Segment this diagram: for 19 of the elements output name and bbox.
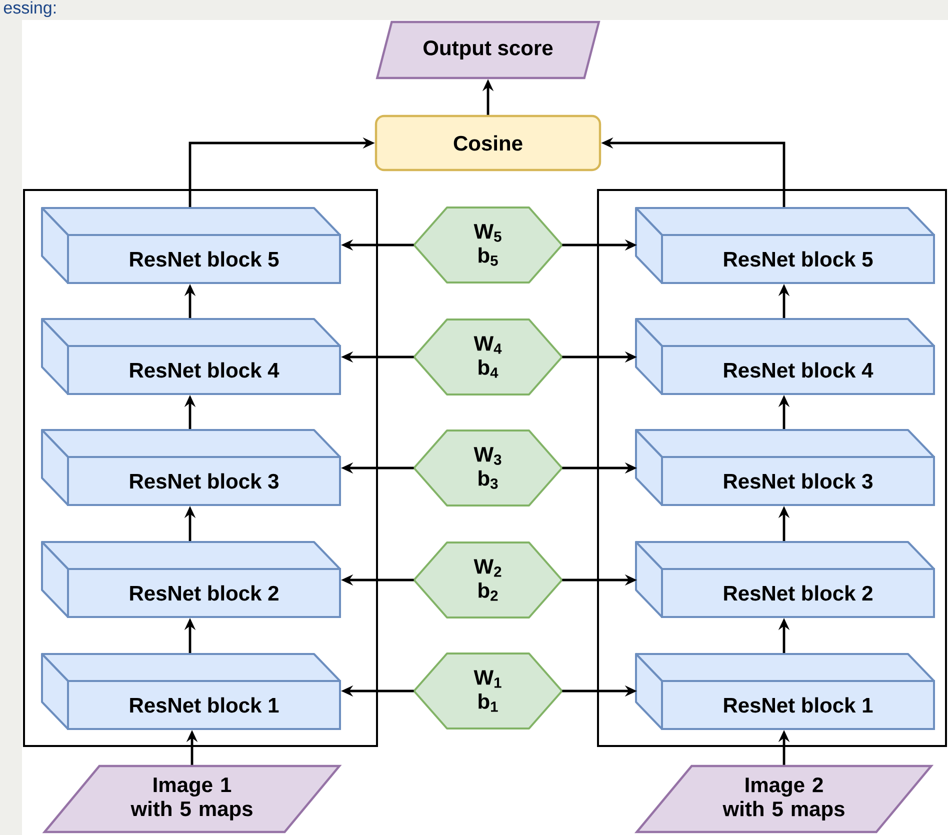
resnet-block: ResNet block 2	[41, 541, 341, 618]
resnet-block: ResNet block 4	[635, 318, 935, 395]
parameter-hexagon: W$_{4}$ b$_{4}$	[413, 318, 563, 396]
resnet-block: ResNet block 5	[635, 207, 935, 284]
resnet-block: ResNet block 4	[41, 318, 341, 395]
resnet-block: ResNet block 1	[41, 653, 341, 730]
heading-fragment: essing:	[4, 1, 56, 18]
resnet-block: ResNet block 5	[41, 207, 341, 284]
parameter-hexagon: W$_{3}$ b$_{3}$	[413, 430, 563, 506]
resnet-block: ResNet block 3	[635, 429, 935, 506]
operation-box: Cosine	[374, 114, 602, 172]
parameter-hexagon: W$_{1}$ b$_{1}$	[413, 652, 563, 730]
parameter-hexagon: W$_{5}$ b$_{5}$	[413, 206, 563, 284]
resnet-block: ResNet block 1	[635, 653, 935, 730]
frame-box	[23, 189, 378, 747]
resnet-block: ResNet block 2	[635, 541, 935, 618]
parameter-hexagon: W$_{2}$ b$_{2}$	[413, 542, 563, 618]
resnet-block: ResNet block 3	[41, 429, 341, 506]
frame-box	[597, 189, 947, 747]
